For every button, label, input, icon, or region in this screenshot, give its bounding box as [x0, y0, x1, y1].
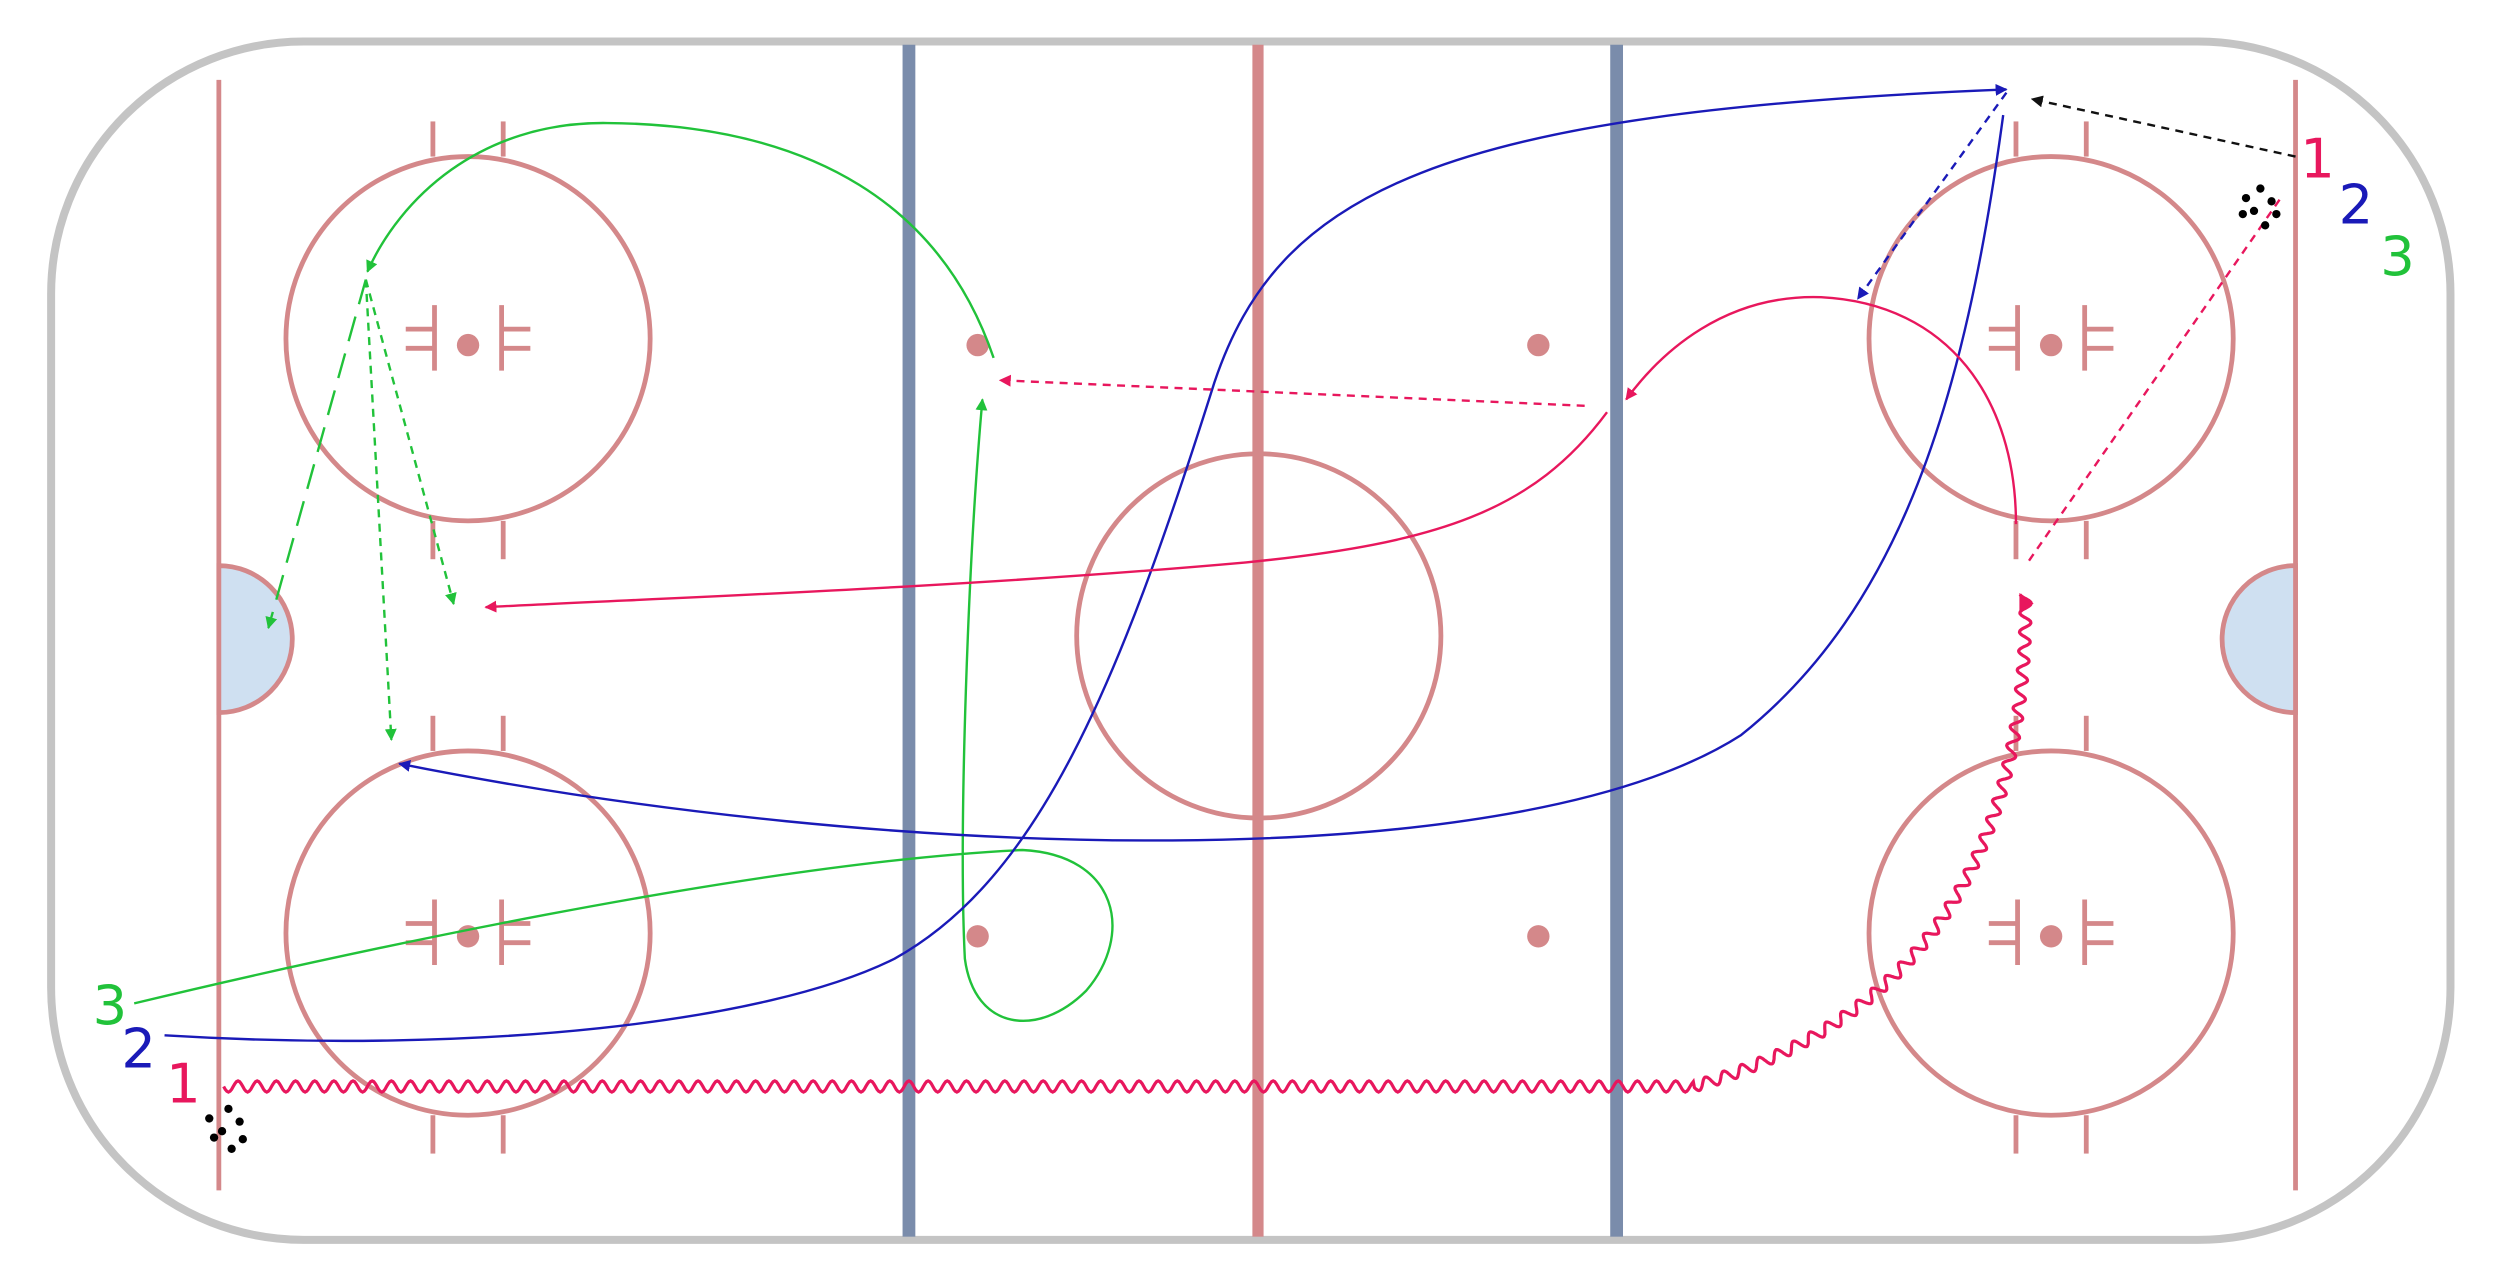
puck-cluster-left	[205, 1104, 247, 1153]
player3-pass-dashed	[364, 279, 397, 741]
player3-skate-path-upper	[366, 121, 995, 359]
faceoff-circle-bottom-left	[283, 715, 653, 1154]
player3-label-right: 3	[2380, 225, 2415, 288]
player3-skate-path-lower	[133, 398, 1114, 1022]
player2-label-left: 2	[121, 1017, 156, 1080]
goal-crease-right	[2219, 563, 2298, 716]
blue-line-left	[902, 44, 916, 1237]
neutral-faceoff-dot	[1527, 333, 1550, 357]
player1-skate-path-loop	[1625, 295, 2018, 525]
pass-to-player2	[2030, 95, 2296, 158]
player1-pass-dashed-neutral	[998, 374, 1585, 408]
center-circle	[1074, 451, 1444, 821]
player-labels-right: 1 2 3	[2300, 127, 2414, 287]
neutral-faceoff-dot	[1527, 925, 1550, 948]
player3-label-left: 3	[93, 974, 128, 1037]
neutral-faceoff-dot	[966, 333, 989, 357]
faceoff-circle-top-left	[283, 121, 653, 560]
faceoff-circle-top-right	[1866, 121, 2236, 560]
player1-skate-path-to-slot	[484, 411, 1608, 613]
neutral-faceoff-dot	[966, 925, 989, 948]
player1-puck-carry-wavy	[222, 592, 2034, 1094]
faceoff-circle-bottom-right	[1866, 715, 2236, 1154]
player3-pass-long-dash	[265, 279, 367, 630]
player1-label-right: 1	[2300, 127, 2335, 190]
player1-label-left: 1	[166, 1052, 201, 1115]
blue-line-right	[1610, 44, 1624, 1237]
puck-cluster-right	[2238, 184, 2281, 230]
center-red-line	[1252, 44, 1264, 1237]
player2-pass-dashed	[1856, 91, 2008, 300]
goal-crease-left	[216, 563, 295, 716]
player3-pass-dashed	[364, 279, 457, 606]
player2-label-right: 2	[2339, 174, 2374, 237]
player2-skate-path	[164, 83, 2008, 1043]
rink-boards	[47, 37, 2455, 1244]
player1-pass-dashed	[2024, 199, 2281, 567]
player-labels-left: 1 2 3	[93, 974, 201, 1115]
player2-skate-path-return	[398, 114, 2005, 842]
